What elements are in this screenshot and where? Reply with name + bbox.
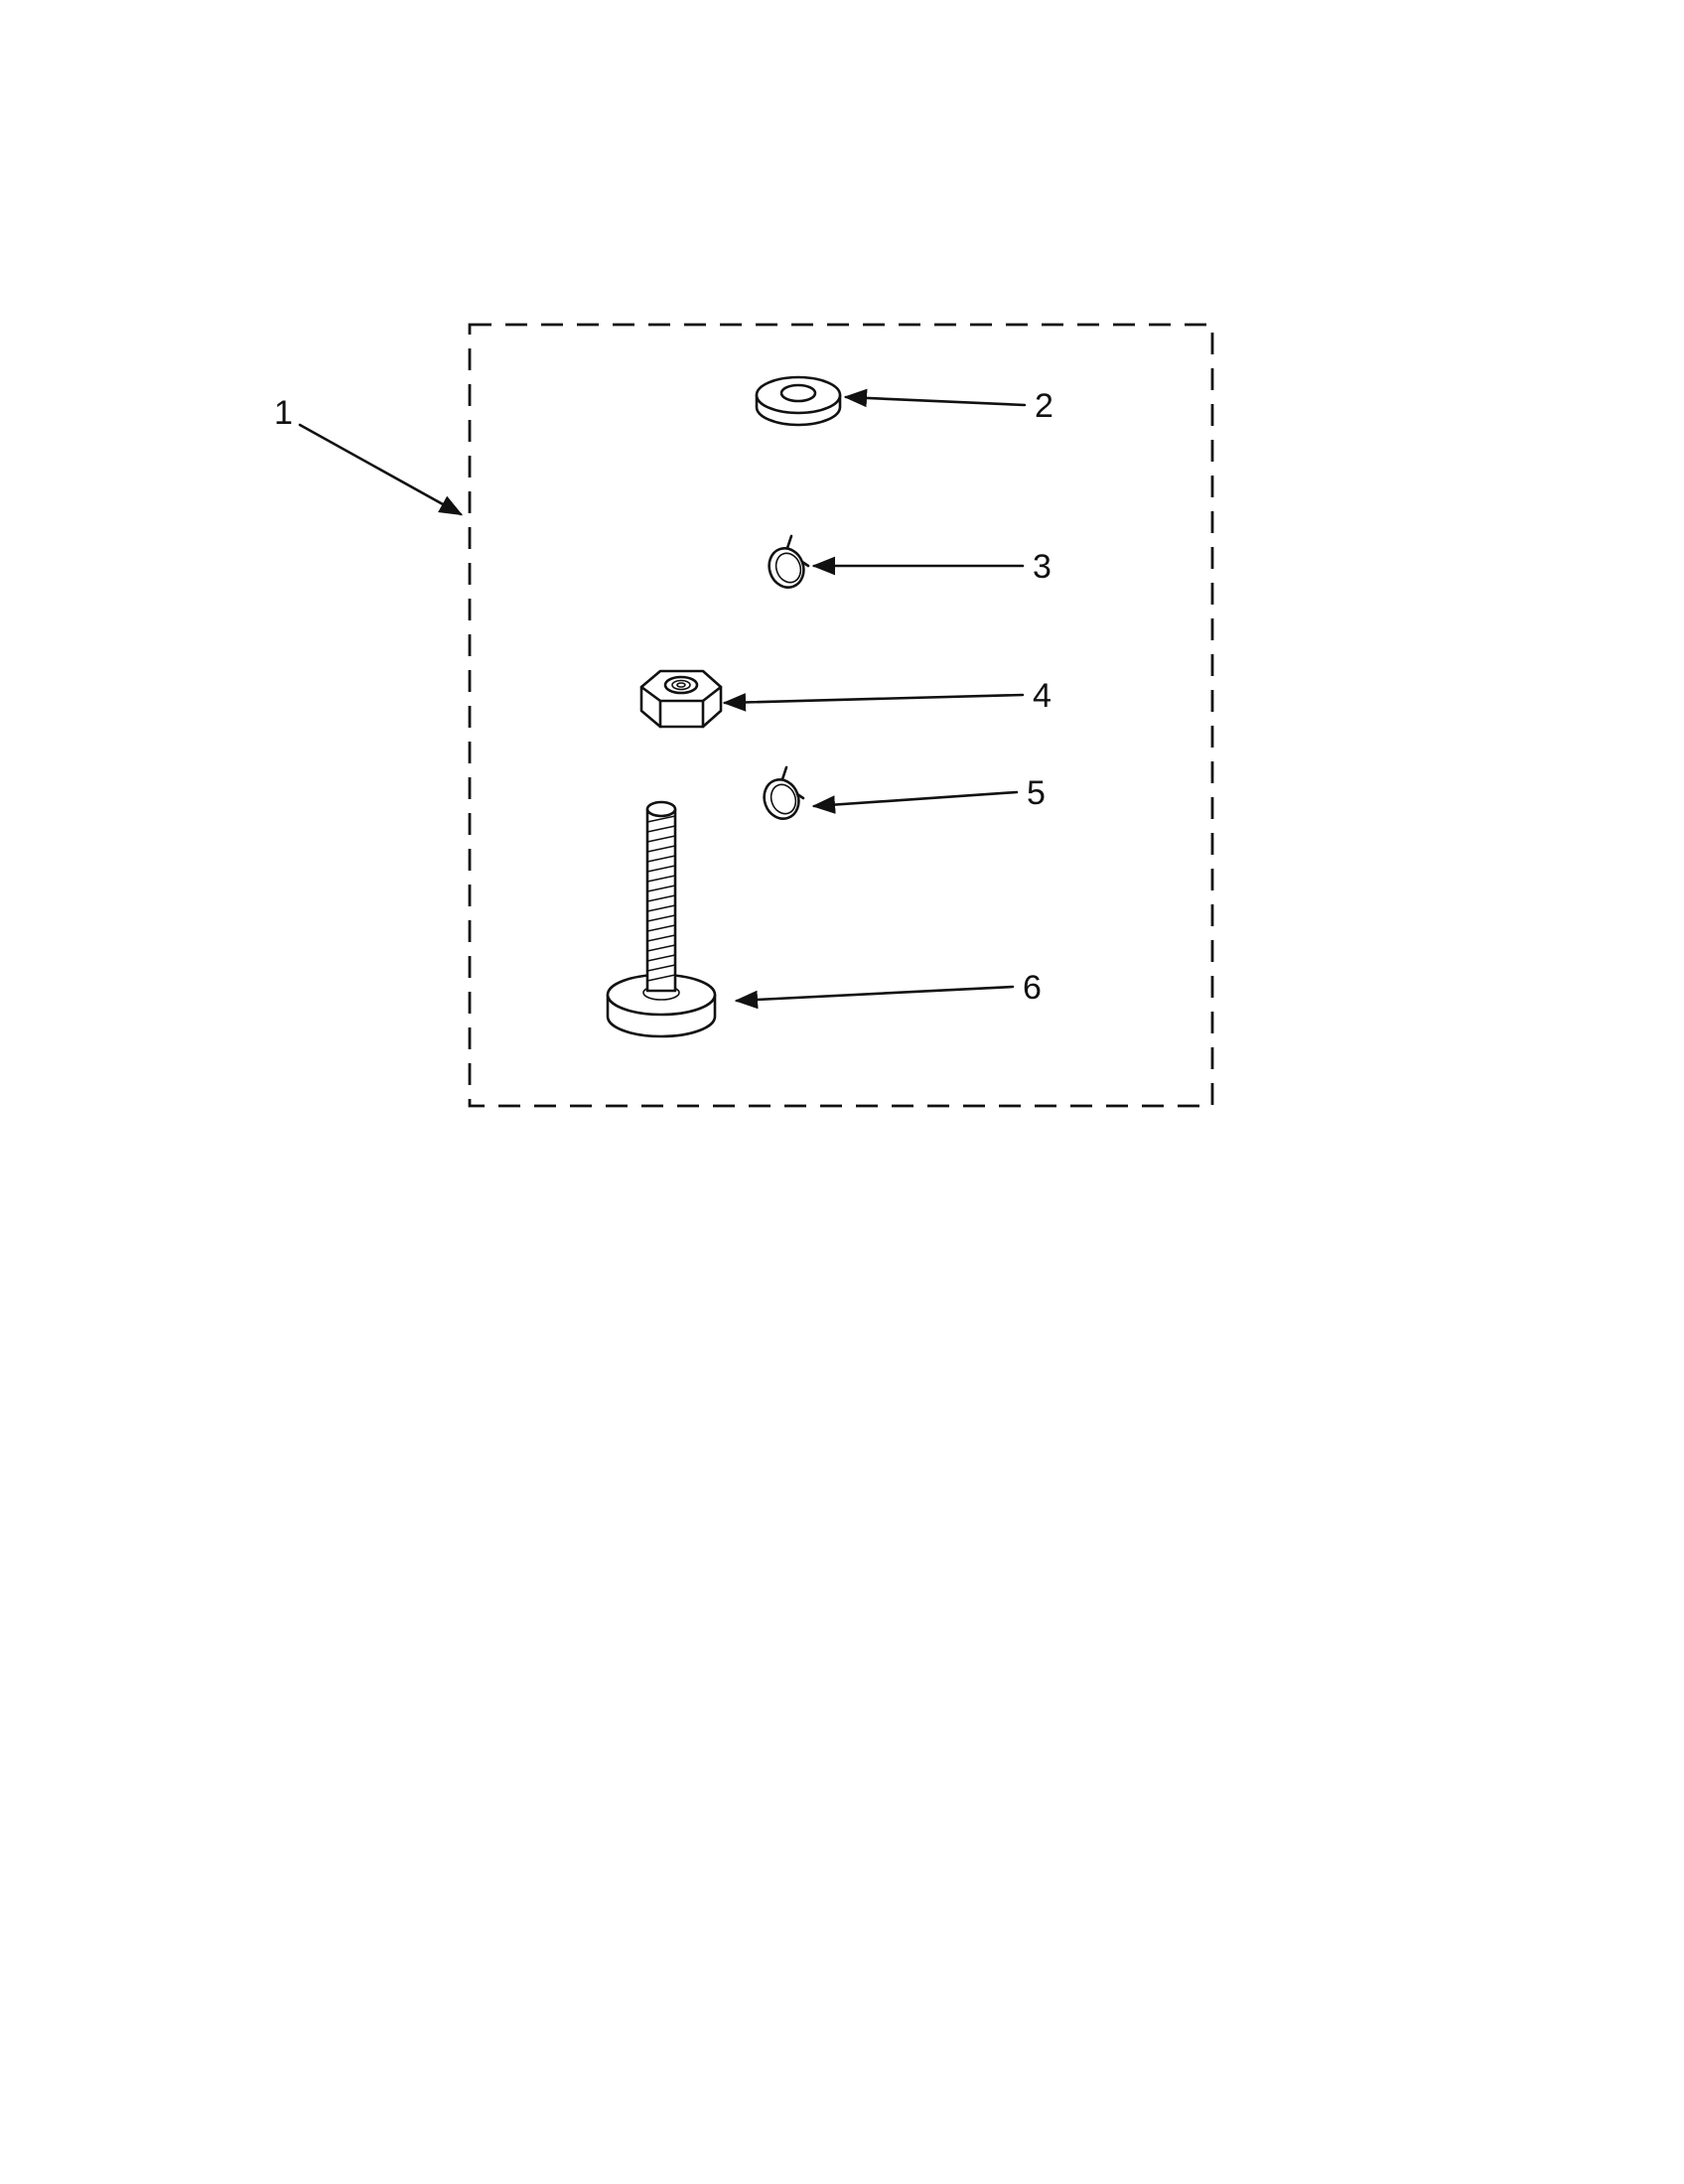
- callout-6-leader: [734, 985, 1015, 1010]
- retaining-clip-icon: [763, 765, 805, 820]
- leveling-foot-bolt-part: [606, 800, 717, 1038]
- callout-6-label: 6: [1023, 969, 1042, 1007]
- retaining-clip-icon: [768, 534, 810, 589]
- washer-part: [755, 375, 842, 427]
- callout-1-label: 1: [274, 394, 293, 432]
- callout-1-leader: [298, 423, 464, 516]
- callout-2-label: 2: [1035, 387, 1053, 425]
- hex-nut-part: [639, 669, 723, 729]
- kit-boundary: [468, 323, 1214, 1108]
- callout-4-label: 4: [1033, 677, 1052, 715]
- callout-2-leader: [843, 388, 1027, 408]
- callout-5-label: 5: [1027, 774, 1046, 812]
- callout-5-leader: [811, 790, 1019, 814]
- callout-3-label: 3: [1033, 548, 1052, 586]
- callout-4-leader: [722, 693, 1025, 712]
